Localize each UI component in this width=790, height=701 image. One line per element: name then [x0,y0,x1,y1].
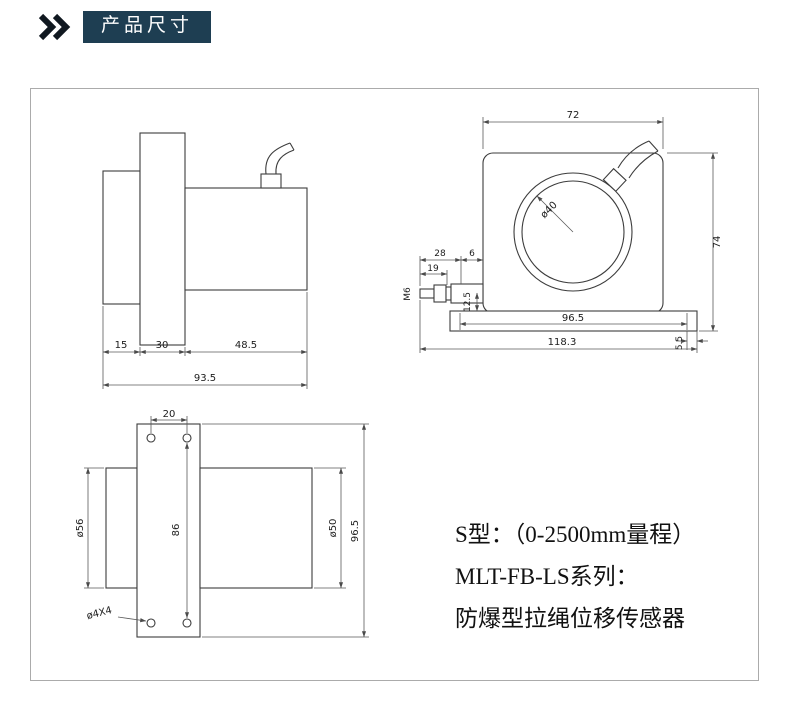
product-spec-line-1: S型：（0-2500mm量程） [455,522,696,547]
chevrons-right-icon [38,13,71,41]
drawing-panel [30,88,759,681]
section-header: 产品尺寸 [36,11,212,43]
section-title-badge: 产品尺寸 [83,11,212,43]
product-name-line: 防爆型拉绳位移传感器 [455,606,685,631]
product-series-line: MLT-FB-LS系列： [455,564,639,589]
